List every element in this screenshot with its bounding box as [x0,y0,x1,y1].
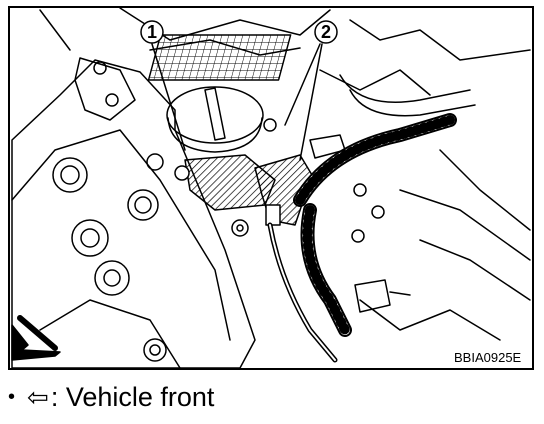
callout-1: 1 [140,20,164,44]
round-cover [166,86,264,144]
bracket [74,57,136,121]
leader-line-1 [151,43,186,151]
legend: • ⇦ : Vehicle front [8,380,214,414]
legend-bullet: • [8,385,16,408]
wire-loom [293,113,457,337]
callout-2: 2 [314,20,338,44]
vehicle-front-arrow [11,324,61,361]
legend-text: : Vehicle front [50,381,215,412]
connector-right [354,279,391,313]
reference-code: BBIA0925E [454,350,522,365]
arrow-left-icon: ⇦ [27,381,49,412]
svg-text:1: 1 [147,22,157,42]
intake-grid [147,34,292,81]
bolt-group [52,118,385,362]
leader-line-2 [284,43,323,161]
svg-text:2: 2 [321,22,331,42]
